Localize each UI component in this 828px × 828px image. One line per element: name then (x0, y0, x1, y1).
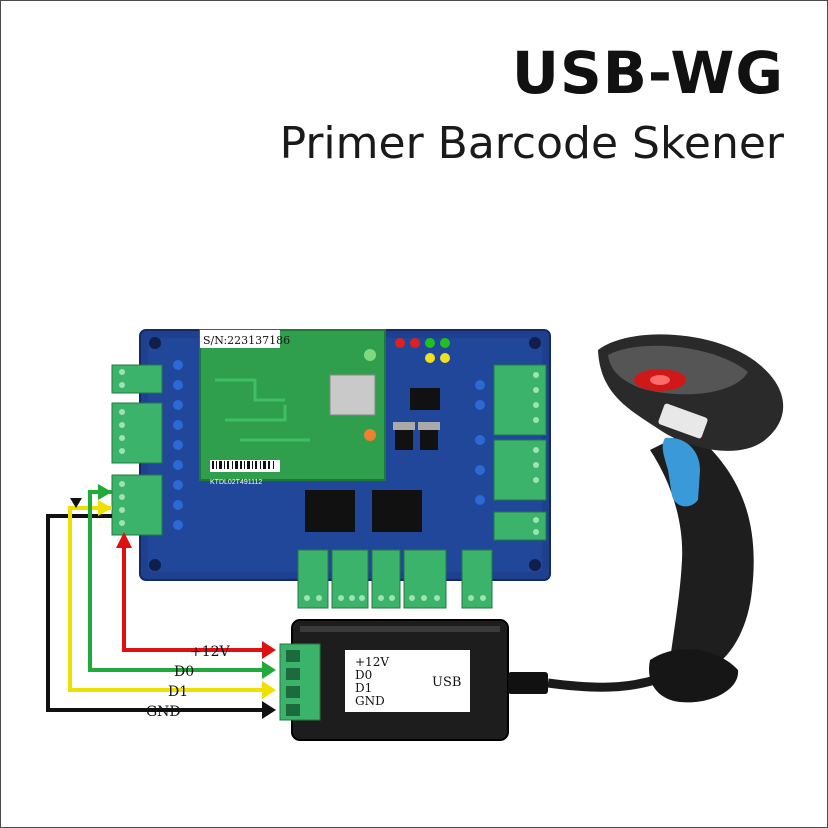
access-control-board: S/N:223137186 KTDL02T491112 (111, 329, 551, 609)
converter-pin-gnd: GND (355, 694, 385, 708)
d1-arrow-icon (262, 681, 276, 699)
relay-2 (372, 490, 422, 532)
12v-arrow-icon (262, 641, 276, 659)
usb-cable-plug (508, 672, 548, 694)
d0-arrow-icon (262, 661, 276, 679)
wire-label-d1: D1 (168, 684, 188, 700)
status-leds (395, 338, 450, 363)
page-subtitle: Primer Barcode Skener (279, 118, 784, 169)
page-title: USB-WG (511, 39, 784, 107)
green-submodule: S/N:223137186 KTDL02T491112 (199, 329, 386, 486)
right-terminal-blocks (493, 364, 547, 541)
wire-12v (122, 545, 262, 652)
converter-pin-12v: +12V (355, 655, 389, 669)
wire-label-12v: +12V (190, 644, 231, 660)
gnd-arrow-icon (262, 701, 276, 719)
bottom-terminal-blocks (297, 549, 493, 609)
relay-1 (305, 490, 355, 532)
wire-gnd (46, 514, 262, 712)
usb-wg-converter: +12V D0 D1 GND USB (279, 619, 548, 741)
wire-label-gnd: GND (146, 704, 181, 720)
wiring: +12V D0 D1 GND (46, 484, 276, 720)
barcode-scanner (598, 334, 784, 703)
board-barcode-text: KTDL02T491112 (210, 479, 262, 486)
serial-label: S/N:223137186 (203, 334, 290, 347)
scanner-trigger (662, 437, 700, 507)
wire-label-d0: D0 (174, 664, 194, 680)
converter-usb-label: USB (432, 675, 461, 690)
converter-pin-d1: D1 (355, 681, 372, 695)
converter-pin-d0: D0 (355, 668, 372, 682)
left-terminal-blocks (111, 364, 163, 536)
barcode-sticker (212, 461, 274, 469)
